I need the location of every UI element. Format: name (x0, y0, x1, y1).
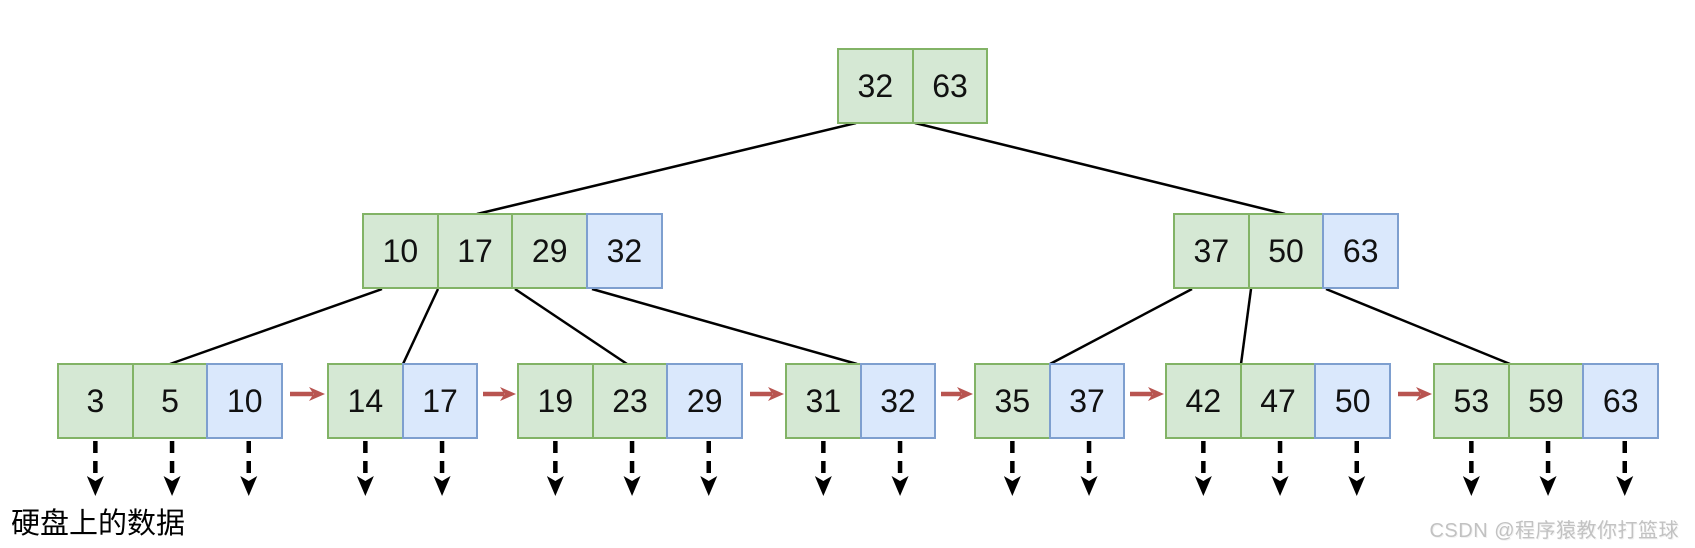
tree-cell-leaf-5-37: 37 (1048, 363, 1126, 439)
tree-cell-root-63: 63 (911, 48, 989, 124)
tree-cell-leaf-6-47: 47 (1239, 363, 1317, 439)
csdn-watermark: CSDN @程序猿教你打篮球 (1429, 520, 1679, 542)
tree-cell-leaf-4-32: 32 (859, 363, 937, 439)
tree-cell-internal-left-10: 10 (362, 213, 439, 289)
tree-cell-leaf-4-31: 31 (785, 363, 862, 439)
tree-cell-leaf-7-59: 59 (1507, 363, 1585, 439)
tree-cell-leaf-1-10: 10 (206, 363, 284, 439)
tree-cell-internal-right-37: 37 (1173, 213, 1250, 289)
disk-pointer-arrows (86, 441, 1634, 496)
tree-cell-leaf-7-53: 53 (1433, 363, 1510, 439)
tree-cell-leaf-1-3: 3 (57, 363, 134, 439)
tree-edge-internal-right-to-leaf-5 (1049, 287, 1193, 366)
tree-edge-root-to-internal-left (476, 121, 857, 216)
tree-edge-internal-left-to-leaf-2 (401, 288, 440, 365)
tree-cell-leaf-3-23: 23 (591, 363, 669, 439)
tree-cell-leaf-3-19: 19 (517, 363, 594, 439)
tree-cell-leaf-7-63: 63 (1582, 363, 1660, 439)
tree-edge-internal-right-to-leaf-6 (1239, 288, 1253, 365)
tree-cell-root-32: 32 (837, 48, 914, 124)
tree-cell-internal-right-63: 63 (1322, 213, 1400, 289)
tree-cell-internal-left-32: 32 (586, 213, 663, 289)
tree-cell-leaf-1-5: 5 (131, 363, 209, 439)
tree-cell-internal-left-29: 29 (511, 213, 589, 289)
tree-cell-leaf-6-42: 42 (1165, 363, 1242, 439)
tree-edge-internal-left-to-leaf-3 (514, 287, 628, 366)
tree-cell-leaf-3-29: 29 (666, 363, 744, 439)
tree-edge-internal-right-to-leaf-7 (1325, 287, 1511, 366)
tree-edge-internal-left-to-leaf-1 (169, 287, 383, 366)
tree-cell-leaf-5-35: 35 (974, 363, 1051, 439)
tree-cell-internal-left-17: 17 (436, 213, 514, 289)
disk-data-label: 硬盘上的数据 (11, 508, 186, 540)
tree-edge-root-to-internal-right (914, 121, 1286, 216)
tree-cell-leaf-6-50: 50 (1314, 363, 1392, 439)
tree-cell-leaf-2-14: 14 (327, 363, 404, 439)
tree-cell-internal-right-50: 50 (1247, 213, 1325, 289)
tree-cell-leaf-2-17: 17 (401, 363, 479, 439)
tree-edge-internal-left-to-leaf-4 (591, 287, 858, 366)
